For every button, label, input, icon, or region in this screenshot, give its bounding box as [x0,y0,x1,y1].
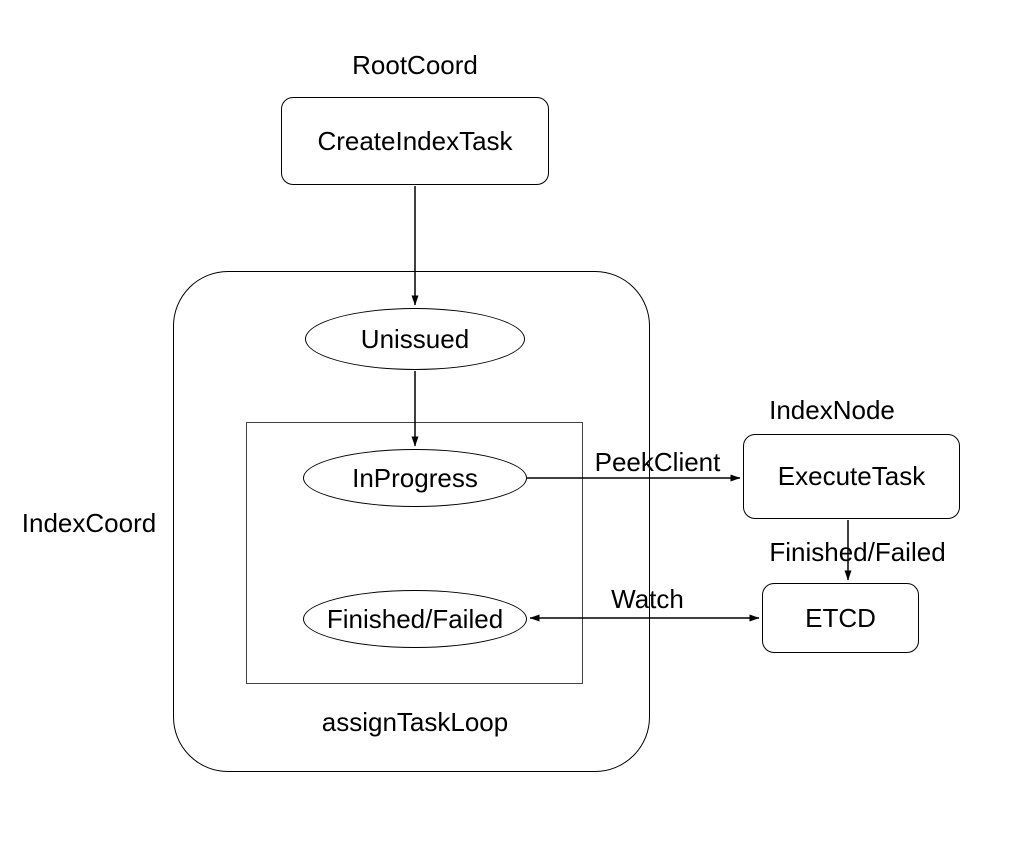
index-coord-label: IndexCoord [21,508,157,538]
root-coord-label: RootCoord [352,50,478,80]
create-index-task-node: CreateIndexTask [281,97,549,185]
peek-client-edge-label: PeekClient [594,447,721,477]
index-node-label: IndexNode [769,395,895,425]
execute-task-node: ExecuteTask [743,434,960,519]
unissued-state-node: Unissued [305,308,525,370]
in-progress-state-node: InProgress [303,449,527,507]
watch-edge-label: Watch [611,584,684,614]
finished-failed-edge-label: Finished/Failed [769,537,946,567]
etcd-node: ETCD [762,583,919,653]
assign-task-loop-label: assignTaskLoop [321,707,509,737]
finished-failed-state-node: Finished/Failed [303,590,527,648]
